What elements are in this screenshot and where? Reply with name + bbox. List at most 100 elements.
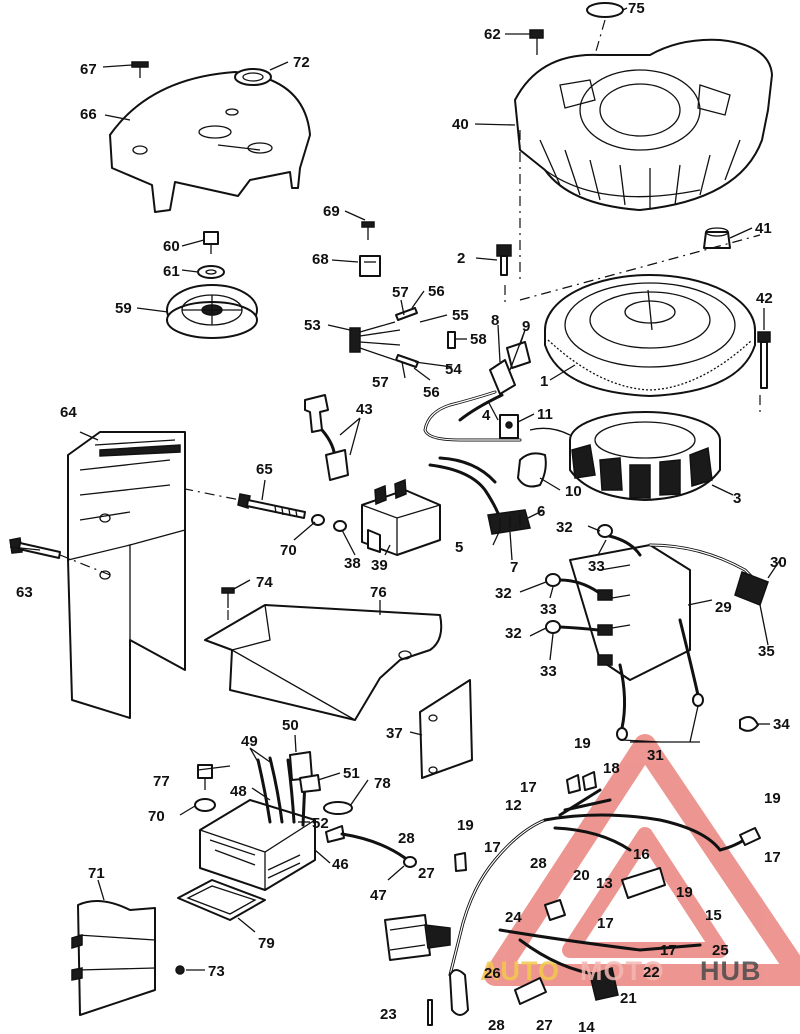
callout-47: 47 bbox=[370, 887, 387, 904]
callout-71: 71 bbox=[88, 865, 105, 882]
callout-56-top: 56 bbox=[428, 283, 445, 300]
part-33-terminals bbox=[545, 524, 613, 634]
callout-42: 42 bbox=[756, 290, 773, 307]
callout-33-mid: 33 bbox=[540, 601, 557, 618]
watermark-hub: HUB bbox=[700, 956, 762, 986]
callout-32-mid: 32 bbox=[495, 585, 512, 602]
callout-17-left: 17 bbox=[484, 839, 501, 856]
watermark-auto: AUTO bbox=[480, 956, 560, 986]
callout-28-bottom: 28 bbox=[488, 1017, 505, 1034]
part-1-flywheel bbox=[544, 274, 756, 397]
callout-66: 66 bbox=[80, 106, 97, 123]
watermark-moto: MOTO bbox=[580, 956, 665, 986]
callout-30: 30 bbox=[770, 554, 787, 571]
callout-19-left: 19 bbox=[457, 817, 474, 834]
callout-76: 76 bbox=[370, 584, 387, 601]
part-60-screw bbox=[203, 231, 219, 254]
part-58-pin bbox=[447, 331, 456, 349]
leader-lines bbox=[9, 7, 781, 971]
callout-57-top: 57 bbox=[392, 284, 409, 301]
callout-79: 79 bbox=[258, 935, 275, 952]
part-70-washer-lower bbox=[194, 798, 216, 812]
callout-20: 20 bbox=[573, 867, 590, 884]
part-8-plug bbox=[489, 341, 531, 395]
part-39-ignition-coil bbox=[361, 478, 441, 556]
part-73-screw bbox=[175, 965, 185, 975]
callout-70-mid: 70 bbox=[280, 542, 297, 559]
part-16-connector bbox=[621, 867, 666, 899]
callout-77: 77 bbox=[153, 773, 170, 790]
callout-27-bottom: 27 bbox=[536, 1017, 553, 1034]
callout-72: 72 bbox=[293, 54, 310, 71]
callout-33-bottom: 33 bbox=[540, 663, 557, 680]
callout-74: 74 bbox=[256, 574, 273, 591]
part-65-bolt bbox=[237, 493, 306, 519]
callout-6: 6 bbox=[537, 503, 545, 520]
part-46-rectifier bbox=[199, 799, 316, 891]
callout-38: 38 bbox=[344, 555, 361, 572]
callout-64: 64 bbox=[60, 404, 77, 421]
callout-16: 16 bbox=[633, 846, 650, 863]
part-56-terminal bbox=[395, 307, 419, 368]
callout-51: 51 bbox=[343, 765, 360, 782]
callout-69: 69 bbox=[323, 203, 340, 220]
part-key-switch bbox=[384, 914, 451, 961]
callout-62: 62 bbox=[484, 26, 501, 43]
part-43-leads bbox=[304, 394, 349, 481]
part-75-cap bbox=[586, 2, 624, 18]
callout-22: 22 bbox=[643, 964, 660, 981]
part-11-clip bbox=[499, 414, 519, 439]
callout-17-right: 17 bbox=[764, 849, 781, 866]
callout-1: 1 bbox=[540, 373, 548, 390]
callout-14: 14 bbox=[578, 1019, 595, 1034]
callout-23: 23 bbox=[380, 1006, 397, 1023]
callout-35: 35 bbox=[758, 643, 775, 660]
callout-17-bottom: 17 bbox=[660, 942, 677, 959]
callout-11: 11 bbox=[537, 406, 553, 423]
callout-4: 4 bbox=[482, 407, 491, 424]
part-19-terminals bbox=[454, 771, 761, 872]
callout-10: 10 bbox=[565, 483, 582, 500]
callout-33-top: 33 bbox=[588, 558, 605, 575]
callout-63: 63 bbox=[16, 584, 33, 601]
part-2-bolt bbox=[496, 244, 512, 276]
part-26-plug bbox=[449, 969, 469, 1016]
part-37-bracket bbox=[419, 679, 473, 779]
part-40-flywheel-cover bbox=[514, 38, 773, 211]
callout-8: 8 bbox=[491, 312, 499, 329]
callout-7: 7 bbox=[510, 559, 518, 576]
part-38-washer bbox=[333, 520, 347, 532]
callout-17-lower: 17 bbox=[597, 915, 614, 932]
callout-31: 31 bbox=[647, 747, 664, 764]
callout-19-right: 19 bbox=[764, 790, 781, 807]
part-64-rear-bracket bbox=[67, 431, 186, 719]
callout-53: 53 bbox=[304, 317, 321, 334]
part-27-plug bbox=[514, 977, 547, 1005]
part-79-gasket bbox=[177, 879, 266, 921]
part-51-plug bbox=[299, 774, 321, 793]
part-59-rotor bbox=[166, 284, 258, 339]
part-6-connector bbox=[487, 509, 531, 535]
callout-28-mid: 28 bbox=[530, 855, 547, 872]
part-14-connector bbox=[589, 967, 619, 1001]
callout-68: 68 bbox=[312, 251, 329, 268]
callout-58: 58 bbox=[470, 331, 487, 348]
callout-54: 54 bbox=[445, 361, 462, 378]
part-62-screw bbox=[529, 29, 544, 55]
callout-57-bottom: 57 bbox=[372, 374, 389, 391]
part-3-stator bbox=[529, 411, 721, 501]
part-74-screw bbox=[221, 587, 235, 608]
part-68-bracket bbox=[359, 255, 381, 277]
watermark-triangle-outer bbox=[484, 734, 800, 986]
watermark-wordmark: AUTO MOTO HUB bbox=[480, 956, 762, 986]
callout-34: 34 bbox=[773, 716, 790, 733]
callout-49: 49 bbox=[241, 733, 258, 750]
callout-13: 13 bbox=[596, 875, 613, 892]
callout-15: 15 bbox=[705, 907, 722, 924]
part-41-nut bbox=[703, 227, 731, 249]
callout-55: 55 bbox=[452, 307, 469, 324]
part-66-plate bbox=[109, 71, 311, 213]
callout-48: 48 bbox=[230, 783, 247, 800]
callout-28-left: 28 bbox=[398, 830, 415, 847]
